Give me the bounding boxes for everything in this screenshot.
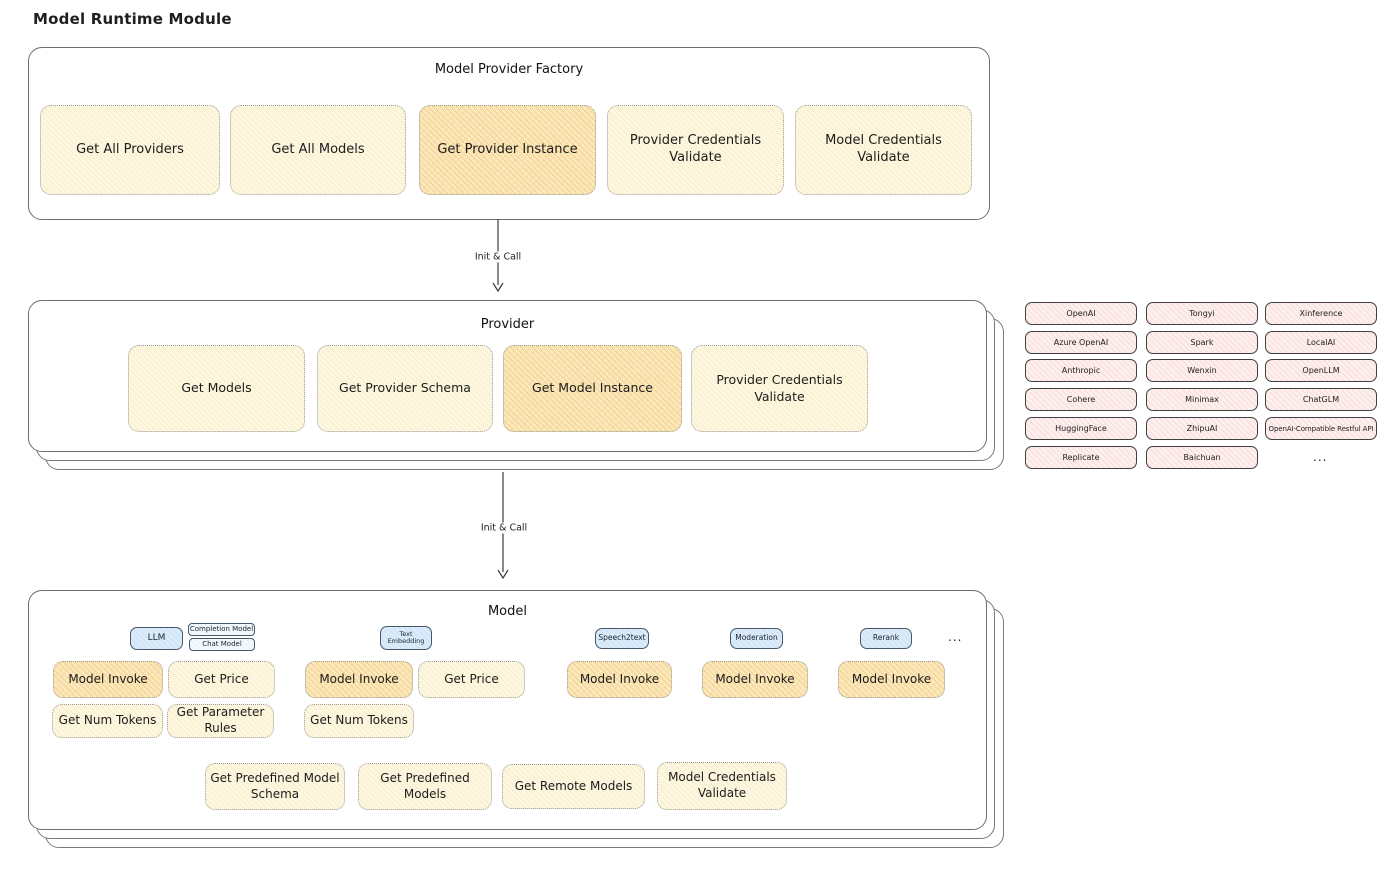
model-op-embedding-get-num-tokens: Get Num Tokens bbox=[304, 704, 414, 738]
page-title: Model Runtime Module bbox=[33, 10, 232, 28]
provider-pill-xinference: Xinference bbox=[1265, 302, 1377, 325]
provider-title: Provider bbox=[480, 317, 535, 332]
provider-op-provider-credentials-validate: Provider Credentials Validate bbox=[691, 345, 868, 432]
provider-pill-openai-compatible-restful-api: OpenAI-Compatible Restful API bbox=[1265, 417, 1377, 440]
provider-pill-chatglm: ChatGLM bbox=[1265, 388, 1377, 411]
init-call-label-2: Init & Call bbox=[477, 522, 531, 534]
model-op-llm-get-num-tokens: Get Num Tokens bbox=[52, 704, 163, 738]
model-op-get-remote-models: Get Remote Models bbox=[502, 764, 645, 809]
factory-title: Model Provider Factory bbox=[434, 62, 584, 77]
provider-pill-openllm: OpenLLM bbox=[1265, 359, 1377, 382]
factory-op-get-provider-instance: Get Provider Instance bbox=[419, 105, 596, 195]
provider-pill-azure-openai: Azure OpenAI bbox=[1025, 331, 1137, 354]
model-type-tag-rerank: Rerank bbox=[860, 628, 912, 649]
model-type-tag-llm: LLM bbox=[130, 627, 183, 650]
provider-grid-more: ... bbox=[1313, 450, 1328, 464]
provider-op-get-models: Get Models bbox=[128, 345, 305, 432]
factory-op-provider-credentials-validate: Provider Credentials Validate bbox=[607, 105, 784, 195]
model-op-llm-invoke: Model Invoke bbox=[53, 661, 163, 698]
model-types-more: ... bbox=[948, 630, 963, 644]
provider-pill-minimax: Minimax bbox=[1146, 388, 1258, 411]
provider-pill-zhipuai: ZhipuAI bbox=[1146, 417, 1258, 440]
provider-op-get-provider-schema: Get Provider Schema bbox=[317, 345, 493, 432]
model-type-tag-completion-model: Completion Model bbox=[188, 623, 255, 636]
model-op-moderation-invoke: Model Invoke bbox=[702, 661, 808, 698]
model-title: Model bbox=[487, 604, 528, 619]
provider-pill-openai: OpenAI bbox=[1025, 302, 1137, 325]
model-type-tag-text-embedding: Text Embedding bbox=[380, 626, 432, 650]
provider-pill-baichuan: Baichuan bbox=[1146, 446, 1258, 469]
provider-pill-huggingface: HuggingFace bbox=[1025, 417, 1137, 440]
init-call-arrow-2 bbox=[497, 472, 509, 580]
provider-pill-cohere: Cohere bbox=[1025, 388, 1137, 411]
factory-op-get-all-providers: Get All Providers bbox=[40, 105, 220, 195]
provider-pill-wenxin: Wenxin bbox=[1146, 359, 1258, 382]
provider-pill-spark: Spark bbox=[1146, 331, 1258, 354]
factory-op-model-credentials-validate: Model Credentials Validate bbox=[795, 105, 972, 195]
model-op-embedding-invoke: Model Invoke bbox=[305, 661, 413, 698]
model-type-tag-moderation: Moderation bbox=[730, 628, 783, 649]
model-op-get-predefined-models: Get Predefined Models bbox=[358, 763, 492, 810]
model-op-llm-get-price: Get Price bbox=[168, 661, 275, 698]
model-op-speech2text-invoke: Model Invoke bbox=[567, 661, 672, 698]
model-op-llm-get-parameter-rules: Get Parameter Rules bbox=[167, 704, 274, 738]
provider-pill-replicate: Replicate bbox=[1025, 446, 1137, 469]
model-op-model-credentials-validate: Model Credentials Validate bbox=[657, 762, 787, 810]
model-op-get-predefined-model-schema: Get Predefined Model Schema bbox=[205, 763, 345, 810]
model-op-rerank-invoke: Model Invoke bbox=[838, 661, 945, 698]
provider-pill-anthropic: Anthropic bbox=[1025, 359, 1137, 382]
factory-op-get-all-models: Get All Models bbox=[230, 105, 406, 195]
provider-pill-localai: LocalAI bbox=[1265, 331, 1377, 354]
model-op-embedding-get-price: Get Price bbox=[418, 661, 525, 698]
provider-pill-tongyi: Tongyi bbox=[1146, 302, 1258, 325]
init-call-label-1: Init & Call bbox=[471, 251, 525, 263]
model-type-tag-chat-model: Chat Model bbox=[189, 638, 255, 651]
model-type-tag-speech2text: Speech2text bbox=[595, 628, 649, 649]
provider-op-get-model-instance: Get Model Instance bbox=[503, 345, 682, 432]
